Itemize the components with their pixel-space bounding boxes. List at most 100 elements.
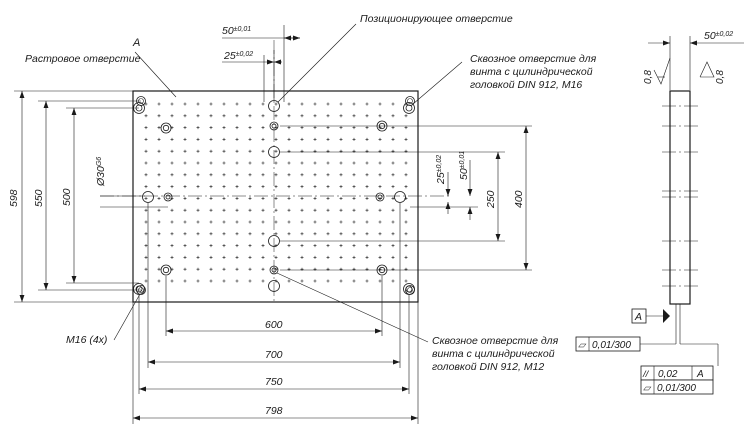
raster-mark <box>183 196 187 200</box>
raster-mark <box>378 114 382 118</box>
raster-mark <box>235 137 239 141</box>
raster-mark <box>235 161 239 165</box>
raster-mark <box>183 137 187 141</box>
raster-mark <box>300 196 304 200</box>
raster-mark <box>300 279 304 283</box>
raster-mark <box>313 196 317 200</box>
raster-mark <box>209 208 213 212</box>
svg-text:▱: ▱ <box>578 340 587 351</box>
label-m16-4x: M16 (4x) <box>66 334 107 346</box>
raster-mark <box>144 267 148 271</box>
raster-mark <box>235 255 239 259</box>
raster-mark <box>391 185 395 189</box>
raster-mark <box>261 232 265 236</box>
raster-mark <box>209 244 213 248</box>
raster-mark <box>274 196 278 200</box>
raster-mark <box>222 279 226 283</box>
leader-positioning-hole <box>277 23 357 103</box>
raster-mark <box>326 102 330 106</box>
label-a-top: A <box>132 37 140 49</box>
raster-mark <box>183 267 187 271</box>
raster-mark <box>365 173 369 177</box>
raster-mark <box>183 220 187 224</box>
svg-text:0,8: 0,8 <box>715 70 726 84</box>
raster-mark <box>144 208 148 212</box>
raster-mark <box>365 114 369 118</box>
raster-mark <box>157 255 161 259</box>
raster-mark <box>365 255 369 259</box>
raster-mark <box>261 137 265 141</box>
raster-mark <box>157 137 161 141</box>
raster-mark <box>326 220 330 224</box>
raster-mark <box>339 114 343 118</box>
raster-mark <box>365 161 369 165</box>
raster-mark <box>170 185 174 189</box>
raster-mark <box>365 279 369 283</box>
raster-mark <box>404 244 408 248</box>
raster-mark <box>391 161 395 165</box>
raster-mark <box>144 255 148 259</box>
raster-mark <box>404 255 408 259</box>
flatness-frame-1: ▱ 0,01/300 <box>575 304 677 352</box>
raster-mark <box>144 137 148 141</box>
dim-top-25: 25±0,02 <box>223 50 253 62</box>
raster-mark <box>391 255 395 259</box>
raster-mark <box>183 279 187 283</box>
raster-mark <box>352 161 356 165</box>
raster-mark <box>209 196 213 200</box>
raster-mark <box>365 137 369 141</box>
raster-mark <box>313 185 317 189</box>
datum-a-feature: A <box>631 308 670 324</box>
raster-mark <box>352 232 356 236</box>
raster-mark <box>326 173 330 177</box>
raster-mark <box>170 208 174 212</box>
raster-mark <box>339 161 343 165</box>
raster-mark <box>378 185 382 189</box>
raster-mark <box>326 185 330 189</box>
raster-mark <box>365 102 369 106</box>
raster-mark <box>287 126 291 130</box>
raster-mark <box>339 126 343 130</box>
raster-mark <box>222 149 226 153</box>
raster-mark <box>170 137 174 141</box>
raster-mark <box>287 208 291 212</box>
raster-mark <box>157 196 161 200</box>
raster-mark <box>144 126 148 130</box>
raster-mark <box>170 232 174 236</box>
raster-mark <box>300 161 304 165</box>
raster-mark <box>157 185 161 189</box>
raster-mark <box>235 126 239 130</box>
raster-mark <box>287 161 291 165</box>
raster-mark <box>222 185 226 189</box>
raster-mark <box>209 232 213 236</box>
raster-mark <box>248 244 252 248</box>
raster-mark <box>248 114 252 118</box>
raster-mark <box>183 173 187 177</box>
raster-mark <box>248 102 252 106</box>
raster-mark <box>222 244 226 248</box>
positioning-hole <box>268 100 280 112</box>
raster-mark <box>287 232 291 236</box>
raster-mark <box>196 255 200 259</box>
raster-mark <box>339 173 343 177</box>
raster-mark <box>196 232 200 236</box>
raster-mark <box>157 232 161 236</box>
raster-mark <box>222 196 226 200</box>
raster-mark <box>287 196 291 200</box>
raster-mark <box>209 161 213 165</box>
raster-mark <box>287 255 291 259</box>
label-raster-hole: Растровое отверстие <box>25 53 141 65</box>
raster-mark <box>391 137 395 141</box>
raster-mark <box>300 244 304 248</box>
svg-text:0,02: 0,02 <box>658 369 678 380</box>
raster-mark <box>209 137 213 141</box>
dim-dia-30: Ø30G6 <box>95 157 107 187</box>
leader-raster-hole <box>134 51 177 98</box>
raster-mark <box>261 161 265 165</box>
raster-mark <box>339 137 343 141</box>
raster-mark <box>183 149 187 153</box>
raster-mark <box>196 185 200 189</box>
svg-text:0,8: 0,8 <box>643 70 654 84</box>
raster-mark <box>365 220 369 224</box>
